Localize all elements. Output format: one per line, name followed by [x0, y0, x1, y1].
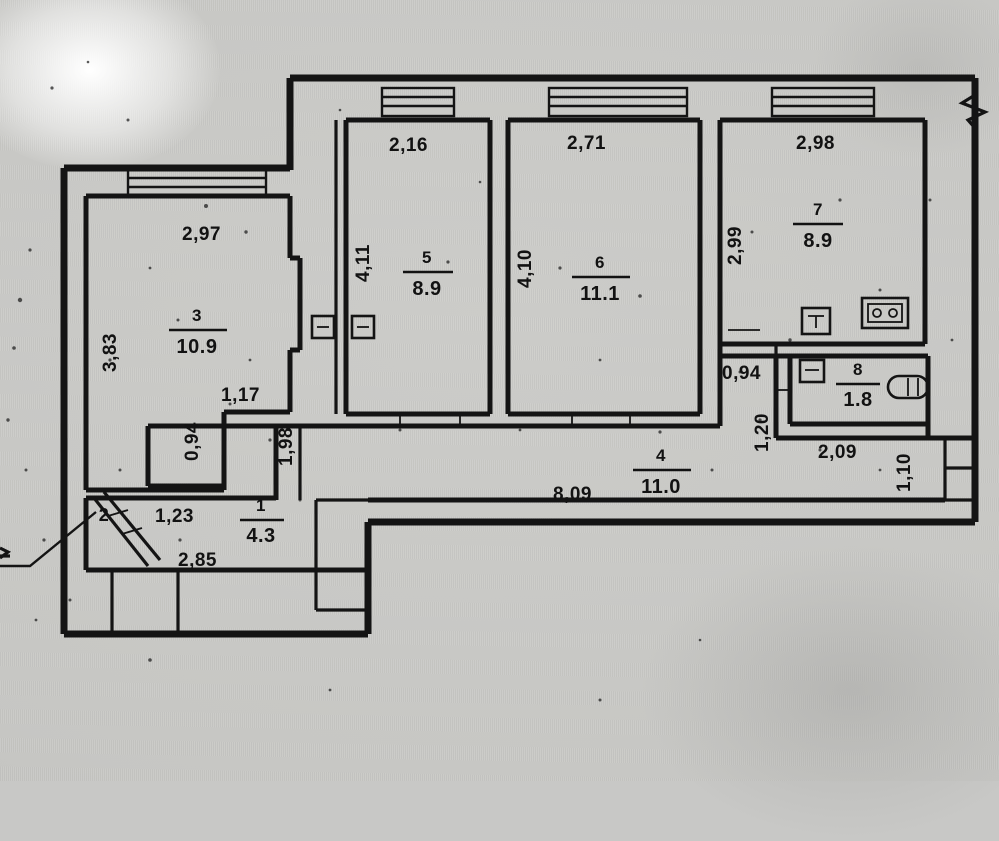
leader-line-room-2: [0, 511, 97, 568]
window-room-7: [770, 86, 876, 118]
dim-2-71: 2,71: [567, 133, 606, 154]
room-1-walls: [83, 412, 370, 634]
dim-1-20: 1,20: [752, 413, 773, 452]
room-2-tag: 2: [99, 505, 110, 525]
room-7-number: 7: [813, 200, 823, 219]
room-3-tag: 3 10.9: [169, 306, 227, 358]
room-4-number: 4: [656, 446, 666, 465]
room-7-walls: [717, 117, 928, 347]
dim-4-10: 4,10: [515, 249, 536, 288]
dim-1-23: 1,23: [155, 506, 194, 527]
dim-3-83: 3,83: [100, 333, 121, 372]
kitchen-sink-icon: [800, 306, 832, 336]
room-5-area: 8.9: [412, 278, 441, 300]
dim-1-17: 1,17: [221, 385, 260, 406]
room-4-area: 11.0: [641, 476, 681, 498]
break-mark-top-right: [958, 78, 990, 130]
dim-2-98: 2,98: [796, 133, 835, 154]
right-step-walls: [928, 435, 975, 502]
dim-2-09: 2,09: [818, 442, 857, 463]
building-outer-walls: [60, 74, 979, 638]
dim-2-85: 2,85: [178, 550, 217, 571]
dim-4-11: 4,11: [353, 244, 374, 282]
dim-1-98: 1,98: [276, 427, 297, 466]
dim-2-16: 2,16: [389, 135, 428, 156]
window-room-3: [126, 168, 268, 198]
dimension-labels: 2,97 3,83 2,16 4,11 2,71 4,10 2,98 2,99 …: [100, 133, 915, 571]
room-1-tag: 1 4.3: [240, 496, 284, 547]
room-6-walls: [505, 117, 703, 417]
door-opening-markers: [310, 314, 790, 426]
room-5-tag: 5 8.9: [403, 248, 453, 300]
room-8-tag: 8 1.8: [836, 360, 880, 411]
room-3-number: 3: [192, 306, 202, 325]
room-1-area: 4.3: [246, 525, 275, 547]
room-4-tag: 4 11.0: [633, 446, 691, 498]
room-7-tag: 7 8.9: [793, 200, 843, 252]
dim-1-10: 1,10: [894, 453, 915, 492]
dim-0-94-right: 0,94: [722, 363, 761, 384]
room-2-number: 2: [99, 505, 110, 525]
room-7-area: 8.9: [803, 230, 832, 252]
room-6-area: 11.1: [580, 283, 620, 305]
room-6-tag: 6 11.1: [572, 253, 630, 305]
dim-2-99: 2,99: [725, 226, 746, 265]
room-1-number: 1: [256, 496, 266, 515]
window-room-6: [547, 86, 689, 118]
room-8-number: 8: [853, 360, 863, 379]
dim-0-94-left: 0,94: [182, 422, 203, 461]
toilet-icon: [798, 358, 826, 384]
dim-8-09: 8,09: [553, 484, 592, 505]
floor-plan-drawing: 2,97 3,83 2,16 4,11 2,71 4,10 2,98 2,99 …: [0, 60, 990, 702]
room-5-walls: [334, 117, 493, 417]
dim-2-97: 2,97: [182, 224, 221, 245]
window-room-5: [380, 86, 456, 118]
gas-stove-icon: [860, 296, 910, 330]
scan-speckles: [6, 60, 954, 702]
entrance-door-symbol: [92, 490, 162, 567]
room-3-area: 10.9: [177, 336, 218, 358]
room-8-area: 1.8: [843, 389, 872, 411]
bathtub-icon: [886, 374, 930, 400]
break-mark-left: [0, 546, 12, 560]
room-6-number: 6: [595, 253, 605, 272]
room-5-number: 5: [422, 248, 432, 267]
